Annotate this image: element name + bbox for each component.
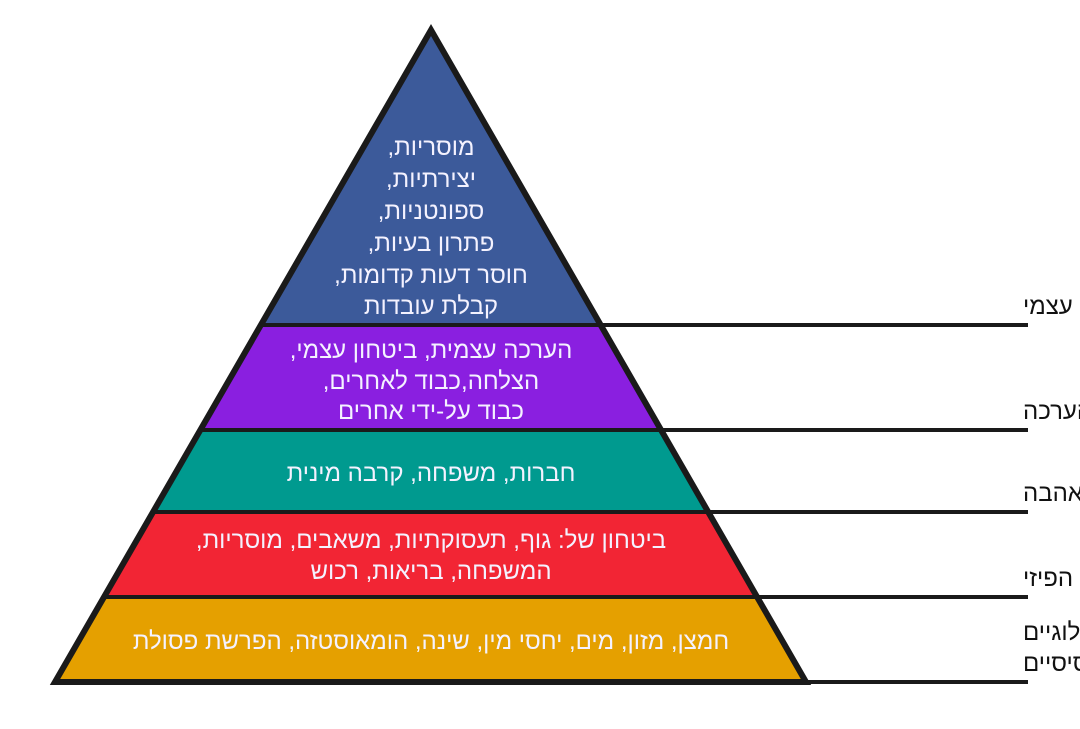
label-belonging: שייכות, זהות ואהבה <box>1023 480 1080 507</box>
self-actualization-item: קבלת עובדות <box>364 293 498 320</box>
tier-self-actualization <box>261 30 601 325</box>
label-physiological: בסיסיים <box>1023 650 1080 677</box>
tier-esteem <box>201 325 661 430</box>
tier-physiological <box>55 597 806 682</box>
self-actualization-item: חוסר דעות קדומות, <box>334 262 528 289</box>
label-physiological: צרכים פיזיולוגיים <box>1023 619 1080 646</box>
safety-item: המשפחה, בריאות, רכוש <box>310 558 551 585</box>
self-actualization-item: ספונטניות, <box>378 198 484 225</box>
tier-safety <box>104 512 757 597</box>
esteem-item: כבוד על-ידי אחרים <box>338 398 524 425</box>
belonging-item: חברות, משפחה, קרבה מינית <box>287 460 576 487</box>
self-actualization-item: פתרון בעיות, <box>368 230 495 257</box>
label-self-actualization: מימוש עצמי <box>1023 293 1080 320</box>
self-actualization-item: מוסריות, <box>388 134 475 161</box>
self-actualization-item: יצירתיות, <box>386 166 476 193</box>
safety-item: ביטחון של: גוף, תעסוקתיות, משאבים, מוסרי… <box>196 527 666 554</box>
esteem-item: הערכה עצמית, ביטחון עצמי, <box>290 337 573 364</box>
esteem-item: הצלחה,כבוד לאחרים, <box>323 368 539 395</box>
physiological-item: חמצן, מזון, מים, יחסי מין, שינה, הומאוסט… <box>133 628 729 655</box>
tier-belonging <box>153 430 708 512</box>
label-esteem: כבוד והערכה <box>1023 398 1080 425</box>
tier-dividers <box>49 23 1028 685</box>
label-safety: ביטחון בקיום הפיזי <box>1023 565 1080 592</box>
